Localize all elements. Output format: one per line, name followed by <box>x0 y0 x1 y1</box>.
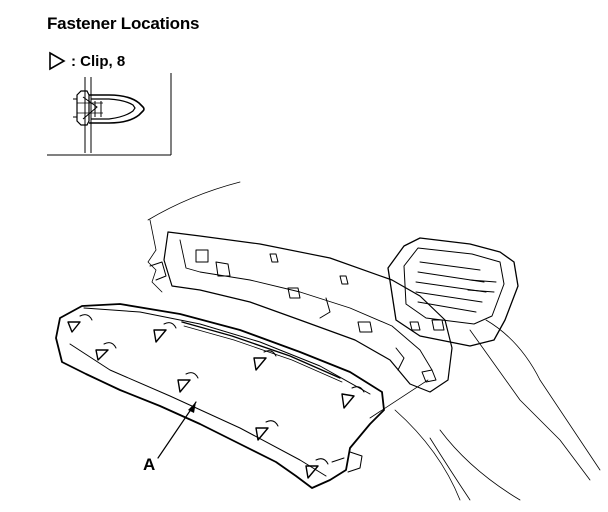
clip-marker-7 <box>255 427 269 441</box>
body-outline-upper <box>147 181 241 221</box>
page-title: Fastener Locations <box>47 14 200 33</box>
clip-detail-box <box>47 73 172 156</box>
body-outline-right <box>485 319 601 471</box>
trim-panel-a <box>55 303 385 489</box>
callout-a-label: A <box>143 455 156 474</box>
body-outline-left <box>147 219 163 293</box>
clip-marker-6 <box>341 393 355 409</box>
clip-marker-1 <box>67 321 81 333</box>
clip-marker-5 <box>253 357 267 371</box>
push-clip-icon <box>47 73 172 156</box>
clip-marker-2 <box>95 349 109 361</box>
clip-marker-4 <box>177 379 191 393</box>
clip-marker-3 <box>153 329 167 343</box>
vent-grille <box>387 237 519 347</box>
clip-markers <box>67 321 355 479</box>
callout-a-arrowhead <box>188 402 196 413</box>
callout-a-leader <box>157 401 197 459</box>
upper-support-panel <box>163 231 453 393</box>
triangle-outline-icon <box>49 51 66 71</box>
clip-marker-8 <box>305 465 319 479</box>
legend-label: : Clip, 8 <box>71 52 126 70</box>
legend: : Clip, 8 <box>47 50 125 72</box>
